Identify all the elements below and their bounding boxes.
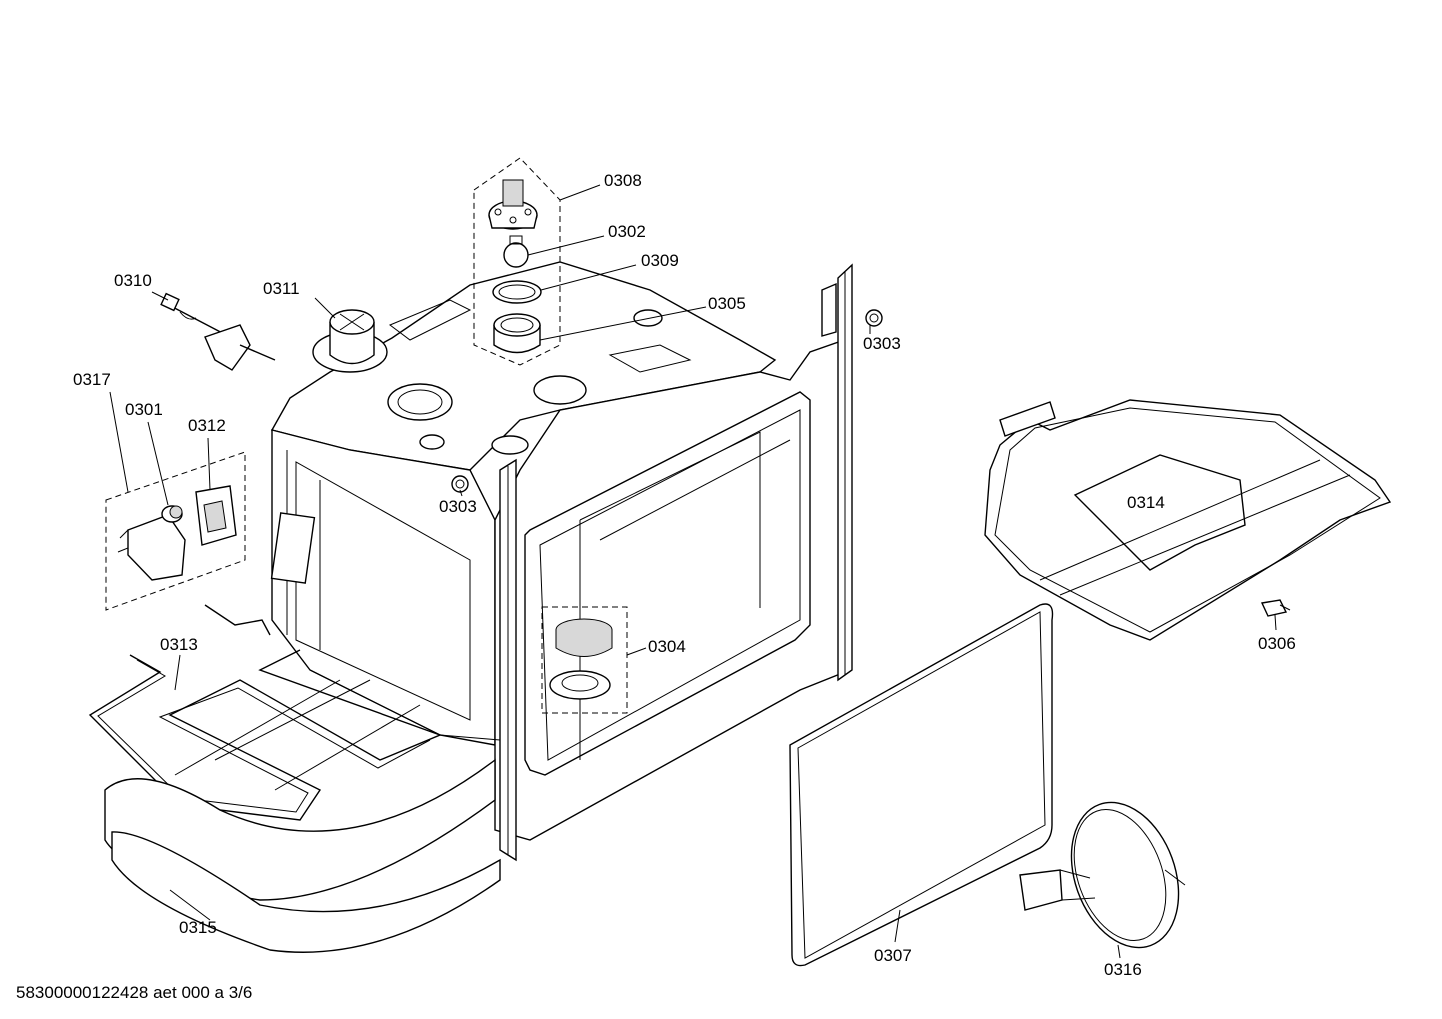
part-label-0315: 0315 [179, 918, 217, 937]
part-label-0309: 0309 [641, 251, 679, 270]
part-label-0316: 0316 [1104, 960, 1142, 979]
part-label-0311: 0311 [263, 279, 300, 298]
part-label-0314: 0314 [1127, 493, 1165, 512]
part-label-0305: 0305 [708, 294, 746, 313]
lamp-assembly-group [474, 158, 560, 365]
part-label-0301: 0301 [125, 400, 163, 419]
part-label-0307: 0307 [874, 946, 912, 965]
part-label-0306: 0306 [1258, 634, 1296, 653]
leader-lines [110, 185, 1276, 958]
bottom-heating-element [90, 605, 440, 820]
part-label-0310: 0310 [114, 271, 152, 290]
part-label-0303-top: 0303 [863, 334, 901, 353]
part-label-0308: 0308 [604, 171, 642, 190]
switch-group [106, 452, 245, 610]
part-label-0302: 0302 [608, 222, 646, 241]
grill-heating-element [985, 400, 1390, 640]
part-label-0312: 0312 [188, 416, 226, 435]
temperature-sensor [161, 294, 275, 370]
door-gasket [790, 604, 1053, 966]
part-label-0317: 0317 [73, 370, 111, 389]
fan-filter-group [542, 607, 627, 713]
retaining-clip [1262, 600, 1290, 616]
vent-fan-unit [313, 310, 387, 372]
part-label-0303-middle: 0303 [439, 497, 477, 516]
circular-heating-element [1020, 787, 1198, 962]
part-label-0313: 0313 [160, 635, 198, 654]
insulation-mat [105, 760, 500, 952]
fastener-top-right [866, 310, 882, 326]
document-code: 58300000122428 aet 000 a 3/6 [16, 983, 253, 1002]
fastener-middle [452, 476, 468, 492]
part-label-0304: 0304 [648, 637, 686, 656]
